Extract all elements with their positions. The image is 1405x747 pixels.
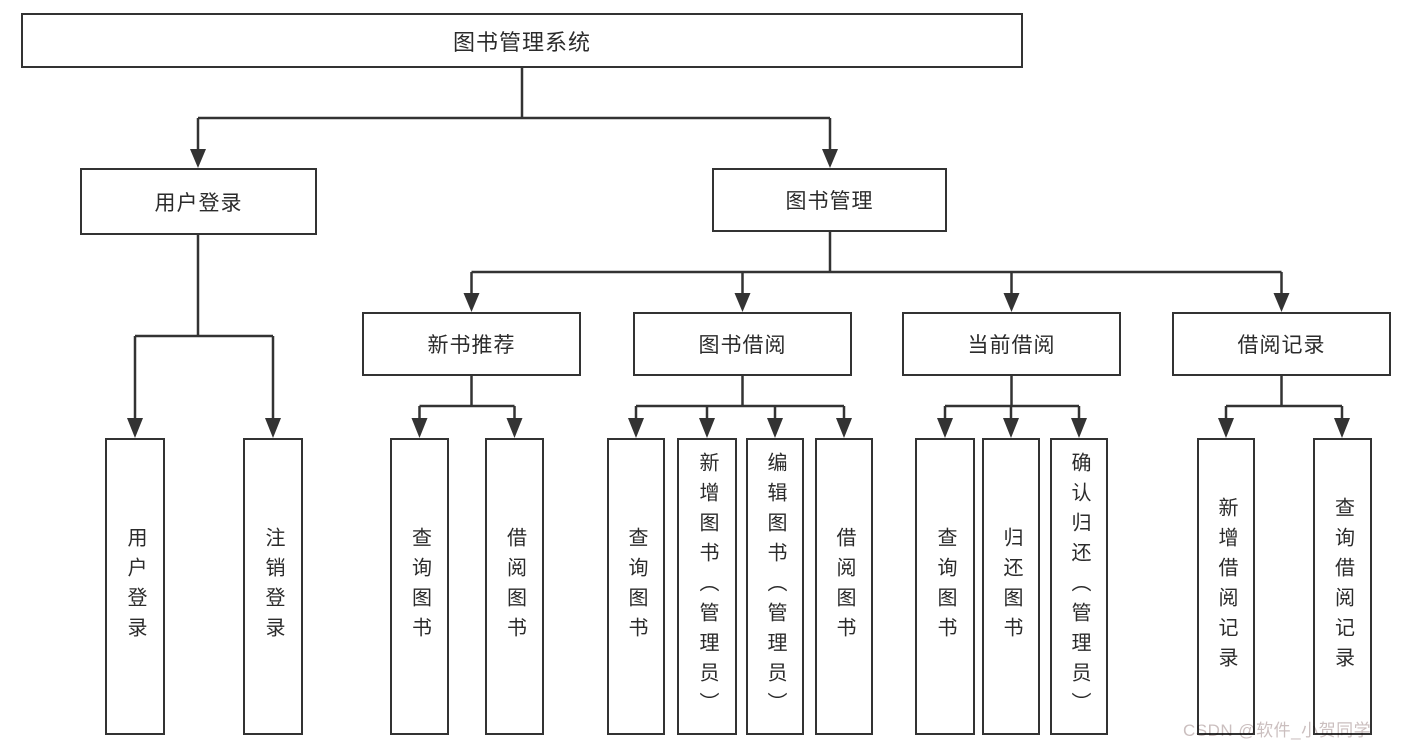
node-book-management: 图书管理 — [712, 168, 947, 232]
node-new-book-recommend: 新书推荐 — [362, 312, 581, 376]
user-login-label: 用户登录 — [154, 191, 243, 215]
leaf-records-query-record-label: 查询借阅记录 — [1331, 496, 1354, 677]
leaf-records-add-record: 新增借阅记录 — [1197, 438, 1255, 735]
leaf-newrec-query-books-label: 查询图书 — [408, 526, 431, 647]
leaf-user-login: 用户登录 — [105, 438, 165, 735]
node-current-borrow: 当前借阅 — [902, 312, 1121, 376]
leaf-logout: 注销登录 — [243, 438, 303, 735]
node-borrow-records: 借阅记录 — [1172, 312, 1391, 376]
new-book-recommend-label: 新书推荐 — [427, 334, 516, 357]
node-library-system-root: 图书管理系统 — [21, 13, 1023, 68]
leaf-borrow-query-books-label: 查询图书 — [625, 526, 647, 647]
leaf-borrow-borrow-books-label: 借阅图书 — [833, 526, 855, 647]
leaf-borrow-add-books-admin-label: 新增图书（管理员） — [696, 451, 718, 722]
leaf-newrec-borrow-books-label: 借阅图书 — [503, 526, 526, 647]
book-management-label: 图书管理 — [785, 190, 874, 213]
leaf-borrow-add-books-admin: 新增图书（管理员） — [677, 438, 737, 735]
leaf-logout-label: 注销登录 — [262, 526, 284, 647]
borrow-records-label: 借阅记录 — [1237, 334, 1326, 357]
csdn-watermark: CSDN @软件_小贺同学 — [1183, 721, 1372, 740]
book-borrow-label: 图书借阅 — [698, 334, 787, 357]
leaf-borrow-borrow-books: 借阅图书 — [815, 438, 873, 735]
root-label: 图书管理系统 — [452, 29, 591, 55]
leaf-newrec-borrow-books: 借阅图书 — [485, 438, 544, 735]
leaf-current-confirm-return-admin: 确认归还（管理员） — [1050, 438, 1108, 735]
leaf-records-query-record: 查询借阅记录 — [1313, 438, 1372, 735]
node-book-borrow: 图书借阅 — [633, 312, 852, 376]
leaf-current-query-books: 查询图书 — [915, 438, 975, 735]
arrowheads — [127, 149, 1350, 438]
leaf-borrow-query-books: 查询图书 — [607, 438, 665, 735]
leaf-borrow-edit-books-admin-label: 编辑图书（管理员） — [764, 451, 786, 722]
leaf-current-return-books: 归还图书 — [982, 438, 1040, 735]
leaf-current-query-books-label: 查询图书 — [934, 526, 956, 647]
current-borrow-label: 当前借阅 — [967, 334, 1056, 357]
leaf-records-add-record-label: 新增借阅记录 — [1215, 496, 1237, 677]
leaf-newrec-query-books: 查询图书 — [390, 438, 449, 735]
leaf-user-login-label: 用户登录 — [124, 526, 146, 647]
node-user-login: 用户登录 — [80, 168, 317, 235]
leaf-borrow-edit-books-admin: 编辑图书（管理员） — [746, 438, 804, 735]
leaf-current-confirm-return-admin-label: 确认归还（管理员） — [1068, 451, 1090, 722]
leaf-current-return-books-label: 归还图书 — [1000, 526, 1022, 647]
